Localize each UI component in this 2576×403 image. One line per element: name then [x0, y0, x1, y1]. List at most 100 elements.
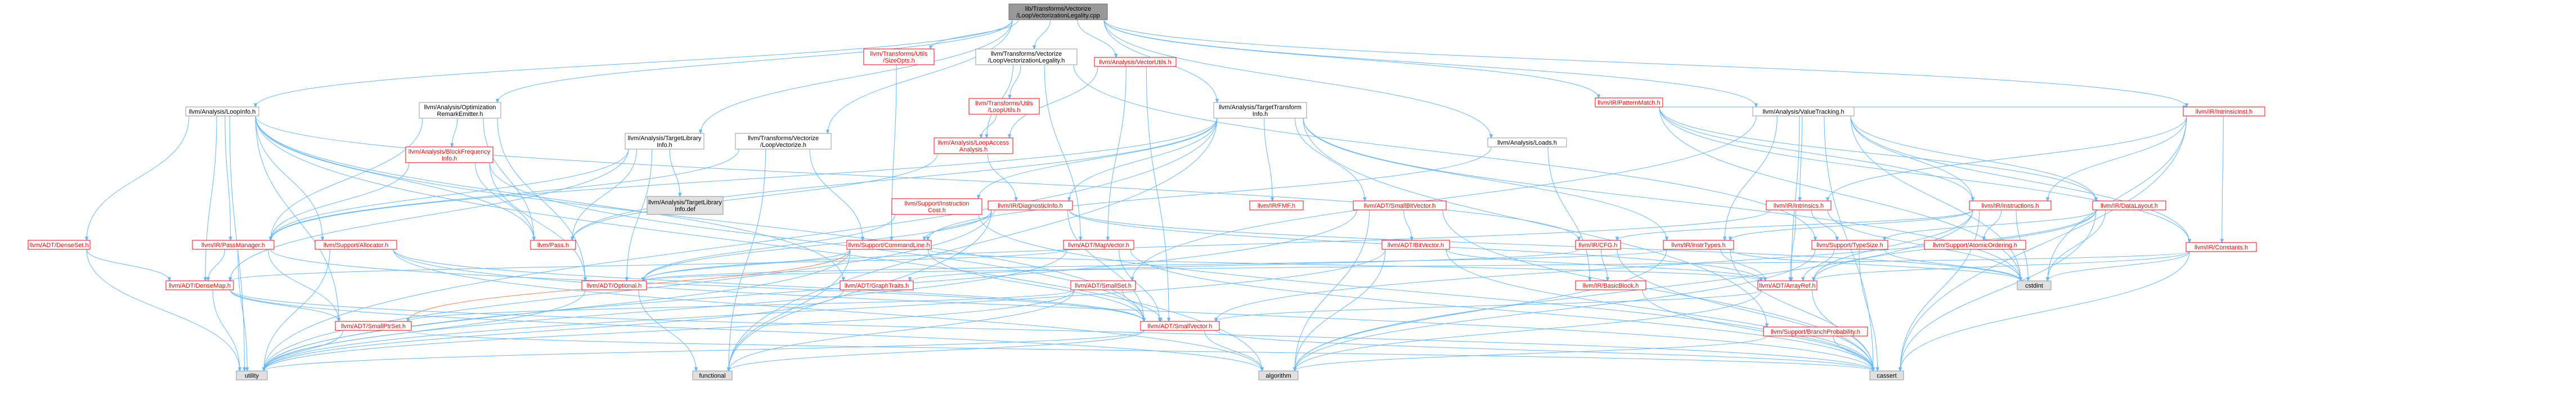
node-optional[interactable]: llvm/ADT/Optional.h	[581, 280, 647, 290]
edge-allocator-to-smallvector	[393, 249, 1144, 321]
node-datalayout[interactable]: llvm/IR/DataLayout.h	[2092, 200, 2166, 211]
edge-ore-to-passmanager	[271, 118, 423, 240]
node-lvl[interactable]: llvm/Transforms/Vectorize/LoopVectorizat…	[975, 48, 1078, 65]
edge-densesetnode-to-utility	[86, 249, 240, 371]
node-patternmatch[interactable]: llvm/IR/PatternMatch.h	[1595, 97, 1663, 108]
node-loads[interactable]: llvm/Analysis/Loads.h	[1487, 137, 1567, 147]
node-pass[interactable]: llvm/Pass.h	[530, 240, 576, 250]
node-densemap[interactable]: llvm/ADT/DenseMap.h	[165, 280, 234, 290]
node-root[interactable]: lib/Transforms/Vectorize/LoopVectorizati…	[1008, 3, 1108, 20]
node-box-tlibinfo	[625, 133, 704, 150]
edge-typesize-to-cstdint	[1884, 249, 2021, 281]
node-atomicordering[interactable]: llvm/Support/AtomicOrdering.h	[1924, 240, 2026, 250]
edge-tti-to-passmanager	[271, 118, 1218, 240]
node-sizeopts[interactable]: llvm/Transforms/Utils/SizeOpts.h	[863, 48, 935, 65]
edge-instructions-to-cassert	[1900, 209, 1980, 371]
node-box-valuetracking	[1752, 106, 1855, 117]
edge-valuetracking-to-instrtypes	[1725, 115, 1778, 240]
edge-root-to-lvl	[1034, 19, 1051, 49]
edge-intrinsicinst-to-cstdint	[2048, 115, 2187, 281]
node-passmanager[interactable]: llvm/IR/PassManager.h	[192, 240, 275, 250]
node-smallset[interactable]: llvm/ADT/SmallSet.h	[1070, 280, 1136, 290]
edge-diaginfo-to-optional	[643, 209, 992, 281]
edge-smallptrset-to-cassert	[407, 330, 1873, 371]
node-instrtypes[interactable]: llvm/IR/InstrTypes.h	[1663, 240, 1734, 250]
node-smallptrset[interactable]: llvm/ADT/SmallPtrSet.h	[335, 321, 412, 331]
node-allocator[interactable]: llvm/Support/Allocator.h	[315, 240, 397, 250]
node-valuetracking[interactable]: llvm/Analysis/ValueTracking.h	[1752, 106, 1855, 117]
node-fmf[interactable]: llvm/IR/FMF.h	[1249, 200, 1304, 211]
node-label-allocator-0: llvm/Support/Allocator.h	[324, 242, 389, 249]
node-label-smallset-0: llvm/ADT/SmallSet.h	[1075, 283, 1132, 289]
node-loopvectorize[interactable]: llvm/Transforms/Vectorize/LoopVectorize.…	[735, 133, 832, 150]
edge-valuetracking-to-instructions	[1850, 115, 1973, 201]
edge-bfi-to-optional	[489, 162, 585, 281]
node-commandline[interactable]: llvm/Support/CommandLine.h	[846, 240, 932, 250]
node-loopinfo[interactable]: llvm/Analysis/LoopInfo.h	[185, 106, 259, 117]
edge-instrtypes-to-cstdint	[1730, 249, 2021, 281]
edge-loads-to-commandline	[928, 146, 1492, 240]
edge-smallbitvector-to-bitvector	[1403, 209, 1412, 240]
edge-smallbitvector-to-cassert	[1442, 209, 1873, 371]
edge-loopvectorize-to-functional	[729, 149, 766, 371]
edge-smallvector-to-algorithm	[1204, 330, 1262, 371]
node-smallvector[interactable]: llvm/ADT/SmallVector.h	[1140, 321, 1220, 331]
edge-commandline-to-arrayref	[927, 249, 1761, 281]
edge-passmanager-to-utility	[237, 249, 248, 371]
node-box-bfi	[405, 146, 493, 163]
node-densesetnode[interactable]: llvm/ADT/DenseSet.h	[28, 240, 91, 250]
edge-instructions-to-cfg	[1617, 209, 1973, 240]
edge-vecutils-to-smallvector	[1146, 66, 1169, 321]
node-box-tlibdef	[647, 196, 724, 215]
node-graphtraits[interactable]: llvm/ADT/GraphTraits.h	[840, 280, 914, 290]
node-ore[interactable]: llvm/Analysis/OptimizationRemarkEmitter.…	[419, 102, 501, 119]
node-label-functional-0: functional	[699, 373, 725, 379]
edge-commandline-to-functional	[729, 249, 851, 371]
node-vecutils[interactable]: llvm/Analysis/VectorUtils.h	[1094, 57, 1177, 67]
dependency-nodes: lib/Transforms/Vectorize/LoopVectorizati…	[28, 3, 2265, 380]
node-cfg[interactable]: llvm/IR/CFG.h	[1575, 240, 1621, 250]
edge-tti-to-instcost	[979, 118, 1218, 199]
node-basicblock[interactable]: llvm/IR/BasicBlock.h	[1575, 280, 1646, 290]
node-branchprob[interactable]: llvm/Support/BranchProbability.h	[1763, 326, 1868, 337]
node-label-cstdint-0: cstdint	[2025, 283, 2043, 289]
node-looputils[interactable]: llvm/Transforms/Utils/LoopUtils.h	[968, 98, 1040, 115]
edge-laa-to-diaginfo	[987, 153, 1016, 201]
edge-root-to-tlibinfo	[701, 19, 1013, 133]
node-label-instrtypes-0: llvm/IR/InstrTypes.h	[1671, 242, 1726, 249]
node-intrinsics[interactable]: llvm/IR/Intrinsics.h	[1766, 200, 1832, 211]
node-mapvector[interactable]: llvm/ADT/MapVector.h	[1063, 240, 1134, 250]
edge-instcost-to-cassert	[978, 214, 1873, 371]
node-diaginfo[interactable]: llvm/IR/DiagnosticInfo.h	[988, 200, 1073, 211]
node-constants[interactable]: llvm/IR/Constants.h	[2185, 242, 2257, 252]
edge-tti-to-pass	[572, 118, 1218, 240]
edge-densemap-to-algorithm	[230, 289, 1262, 371]
node-label-instcost-0: llvm/Support/Instruction	[905, 200, 970, 207]
edge-loopinfo-to-passmanager	[225, 115, 231, 240]
node-label-densesetnode-0: llvm/ADT/DenseSet.h	[29, 242, 88, 249]
node-intrinsicinst[interactable]: llvm/IR/IntrinsicInst.h	[2183, 106, 2265, 117]
edge-loopinfo-to-algorithm	[255, 115, 1262, 371]
edge-constants-to-cassert	[1900, 251, 2190, 371]
edge-arrayref-to-smallvector	[1216, 289, 1762, 321]
node-box-densesetnode	[28, 240, 91, 250]
node-box-smallvector	[1140, 321, 1220, 331]
edge-intrinsics-to-typesize	[1811, 209, 1837, 240]
edge-smallvector-to-cassert	[1215, 330, 1873, 371]
edge-tti-to-utility	[264, 118, 1218, 371]
edge-datalayout-to-cassert	[1900, 209, 2097, 371]
node-bitvector[interactable]: llvm/ADT/BitVector.h	[1381, 240, 1450, 250]
node-smallbitvector[interactable]: llvm/ADT/SmallBitVector.h	[1353, 200, 1447, 211]
node-typesize[interactable]: llvm/Support/TypeSize.h	[1811, 240, 1888, 250]
edge-densemap-to-utility	[212, 289, 240, 371]
node-arrayref[interactable]: llvm/ADT/ArrayRef.h	[1757, 280, 1817, 290]
node-instructions[interactable]: llvm/IR/Instructions.h	[1969, 200, 2052, 211]
node-label-tlibinfo-0: llvm/Analysis/TargetLibrary	[628, 135, 702, 142]
dependency-edges	[86, 19, 2223, 371]
node-label-cfg-0: llvm/IR/CFG.h	[1578, 242, 1617, 249]
